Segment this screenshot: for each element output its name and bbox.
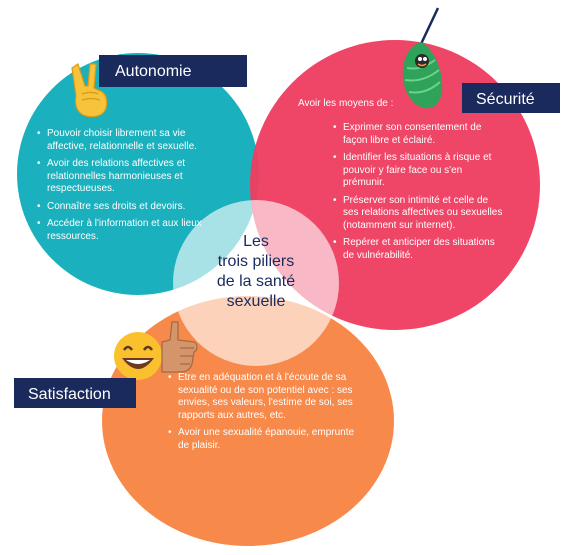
center-title-line: Les: [243, 233, 269, 250]
victory-hand-icon: [71, 63, 108, 118]
list-item: Connaître ses droits et devoirs.: [37, 201, 223, 214]
list-item: Préserver son intimité et celle de ses r…: [333, 195, 503, 233]
securite-intro: Avoir les moyens de :: [298, 98, 394, 109]
autonomie-list: Pouvoir choisir librement sa vie affecti…: [37, 128, 223, 248]
list-item: Avoir des relations affectives et relati…: [37, 158, 223, 196]
securite-list: Exprimer son consentement de façon libre…: [333, 122, 503, 267]
center-title-line: sexuelle: [226, 293, 286, 310]
list-item: Repérer et anticiper des situations de v…: [333, 237, 503, 262]
center-title-line: trois piliers: [217, 253, 295, 270]
list-item: Identifier les situations à risque et po…: [333, 152, 503, 190]
list-item: Avoir une sexualité épanouie, emprunte d…: [168, 427, 362, 452]
chrysalis-icon: [402, 7, 443, 109]
autonomie-title: Autonomie: [99, 55, 247, 87]
list-item: Exprimer son consentement de façon libre…: [333, 122, 503, 147]
list-item: Pouvoir choisir librement sa vie affecti…: [37, 128, 223, 153]
list-item: Etre en adéquation et à l'écoute de sa s…: [168, 372, 362, 422]
satisfaction-title: Satisfaction: [14, 378, 136, 408]
center-title-line: de la santé: [216, 273, 296, 290]
securite-title: Sécurité: [462, 83, 560, 113]
satisfaction-list: Etre en adéquation et à l'écoute de sa s…: [168, 372, 362, 457]
center-title: Les trois piliers de la santé sexuelle: [173, 232, 339, 312]
list-item: Accéder à l'information et aux lieux res…: [37, 218, 223, 243]
smiley-thumbs-up-icon: [114, 321, 198, 380]
